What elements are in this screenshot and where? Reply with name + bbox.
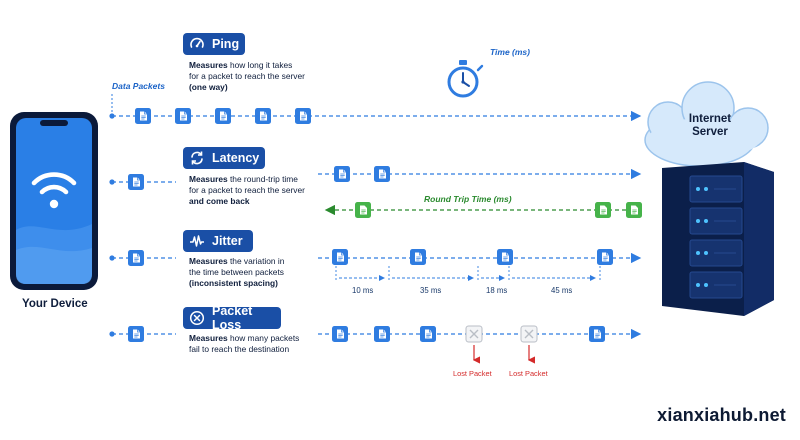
latency-desc-line3: and come back <box>189 196 250 206</box>
your-device-label: Your Device <box>22 298 88 310</box>
ping-desc-line3: (one way) <box>189 82 228 92</box>
packet-loss-desc-line1: how many packets <box>227 333 300 343</box>
jitter-heading: Jitter <box>183 230 253 252</box>
internet-server-line1: Internet <box>688 113 732 125</box>
ping-desc-line2: for a packet to reach the server <box>189 71 305 81</box>
latency-flow <box>109 166 642 218</box>
server-icon <box>662 162 774 316</box>
data-packets-label: Data Packets <box>112 81 165 91</box>
jitter-desc-line2: the time between packets <box>189 267 284 277</box>
cloud-icon <box>644 81 769 167</box>
data-packet <box>128 174 144 190</box>
latency-heading: Latency <box>183 147 265 169</box>
packet-loss-description: Measures how many packets fail to reach … <box>189 333 329 355</box>
data-packet <box>589 326 605 342</box>
latency-desc-line2: for a packet to reach the server <box>189 185 305 195</box>
data-packet <box>215 108 231 124</box>
data-packet <box>332 326 348 342</box>
data-packet <box>374 166 390 182</box>
latency-title: Latency <box>212 151 260 165</box>
stopwatch-icon <box>447 60 484 98</box>
jitter-interval-label: 45 ms <box>551 286 573 295</box>
ping-desc-line1: how long it takes <box>227 60 293 70</box>
data-packet <box>128 250 144 266</box>
round-trip-time-label: Round Trip Time (ms) <box>424 194 512 204</box>
internet-server-label: Internet Server <box>680 113 740 139</box>
data-packet <box>420 326 436 342</box>
jitter-desc-line1: the variation in <box>227 256 285 266</box>
jitter-title: Jitter <box>212 234 243 248</box>
packet-loss-title: Packet Loss <box>212 304 253 332</box>
data-packet <box>374 326 390 342</box>
return-packet <box>355 202 371 218</box>
ping-desc-bold: Measures <box>189 60 228 70</box>
lost-packet-label: Lost Packet <box>453 369 492 378</box>
packet-loss-desc-line2: fail to reach the destination <box>189 344 290 354</box>
jitter-desc-line3: (inconsistent spacing) <box>189 278 278 288</box>
latency-desc-bold: Measures <box>189 174 228 184</box>
lost-packet-icon <box>520 325 538 364</box>
latency-description: Measures the round-trip time for a packe… <box>189 174 329 207</box>
jitter-flow <box>109 249 642 282</box>
wifi-icon <box>31 172 77 209</box>
data-packet <box>332 249 348 265</box>
jitter-interval-label: 18 ms <box>486 286 508 295</box>
jitter-interval-label: 35 ms <box>420 286 442 295</box>
return-packet <box>595 202 611 218</box>
data-packet <box>175 108 191 124</box>
data-packet <box>410 249 426 265</box>
ping-flow <box>109 94 642 124</box>
ping-description: Measures how long it takes for a packet … <box>189 60 329 93</box>
jitter-desc-bold: Measures <box>189 256 228 266</box>
jitter-interval-label: 10 ms <box>352 286 374 295</box>
jitter-description: Measures the variation in the time betwe… <box>189 256 329 289</box>
data-packet <box>295 108 311 124</box>
return-packet <box>626 202 642 218</box>
internet-server-line2: Server <box>692 126 728 138</box>
watermark: xianxiahub.net <box>657 405 786 425</box>
lost-packet-icon <box>465 325 483 364</box>
x-circle-icon <box>189 310 205 326</box>
jitter-wave-icon <box>189 233 205 249</box>
ping-title: Ping <box>212 37 240 51</box>
data-packet <box>128 326 144 342</box>
data-packet <box>135 108 151 124</box>
speedometer-icon <box>189 36 205 52</box>
latency-desc-line1: the round-trip time <box>227 174 298 184</box>
data-packet <box>597 249 613 265</box>
lost-packet-label: Lost Packet <box>509 369 548 378</box>
time-ms-label: Time (ms) <box>490 47 530 57</box>
data-packet <box>497 249 513 265</box>
ping-heading: Ping <box>183 33 245 55</box>
refresh-icon <box>189 150 205 166</box>
packet-loss-desc-bold: Measures <box>189 333 228 343</box>
data-packet <box>255 108 271 124</box>
data-packet <box>334 166 350 182</box>
packet-loss-flow <box>109 325 642 364</box>
packet-loss-heading: Packet Loss <box>183 304 281 332</box>
